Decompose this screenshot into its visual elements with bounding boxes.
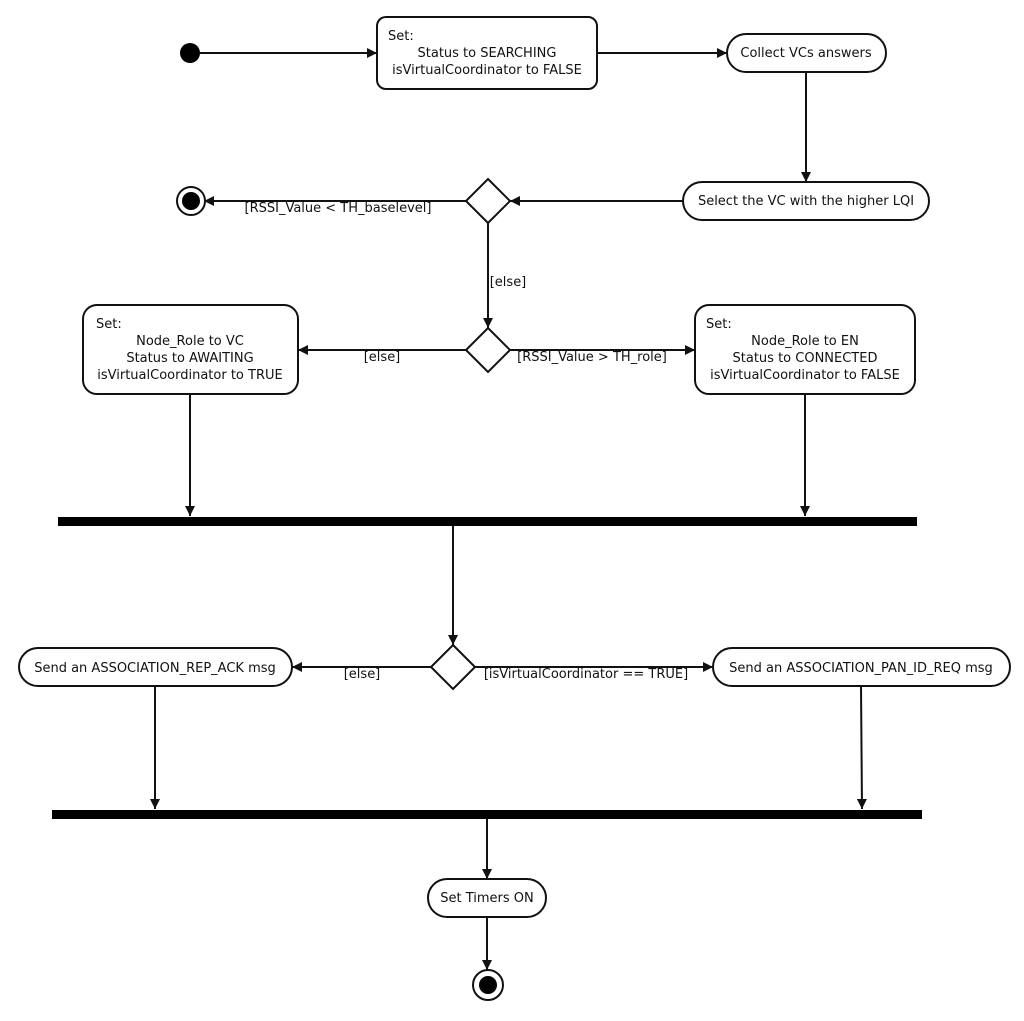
guard-rssi-role: [RSSI_Value > TH_role] <box>517 350 667 365</box>
set-en-line-4: isVirtualCoordinator to FALSE <box>710 368 900 383</box>
set-en-line-1: Set: <box>706 317 732 332</box>
decision-node-3 <box>429 643 477 691</box>
guard-rssi-baselevel: [RSSI_Value < TH_baselevel] <box>245 201 432 216</box>
select-vc-label: Select the VC with the higher LQI <box>698 194 914 209</box>
action-set-vc: Set: Node_Role to VC Status to AWAITING … <box>82 304 299 395</box>
flow-pan-id-req-to-join-2 <box>856 685 867 810</box>
decision-node-2 <box>464 326 512 374</box>
send-pan-id-req-label: Send an ASSOCIATION_PAN_ID_REQ msg <box>729 661 993 676</box>
guard-else-1: [else] <box>490 275 527 290</box>
set-searching-line-3: isVirtualCoordinator to FALSE <box>392 63 582 78</box>
decision-node-1 <box>464 177 512 225</box>
final-node-bottom <box>472 969 504 1001</box>
action-set-timers: Set Timers ON <box>427 878 547 918</box>
set-vc-line-2: Node_Role to VC <box>136 334 244 349</box>
guard-else-3: [else] <box>344 667 381 682</box>
collect-label: Collect VCs answers <box>740 46 871 61</box>
set-vc-line-4: isVirtualCoordinator to TRUE <box>97 368 282 383</box>
set-searching-line-2: Status to SEARCHING <box>418 46 557 61</box>
action-send-rep-ack: Send an ASSOCIATION_REP_ACK msg <box>18 647 293 687</box>
action-set-en: Set: Node_Role to EN Status to CONNECTED… <box>694 304 916 395</box>
action-collect-vcs-answers: Collect VCs answers <box>726 33 887 73</box>
action-send-pan-id-req: Send an ASSOCIATION_PAN_ID_REQ msg <box>712 647 1011 687</box>
set-en-line-2: Node_Role to EN <box>751 334 859 349</box>
guard-else-2: [else] <box>364 350 401 365</box>
action-set-searching: Set: Status to SEARCHING isVirtualCoordi… <box>376 16 598 90</box>
guard-is-vc-true: [isVirtualCoordinator == TRUE] <box>484 667 688 682</box>
action-select-vc: Select the VC with the higher LQI <box>682 181 930 221</box>
initial-node <box>180 43 200 63</box>
final-node-top <box>176 186 206 216</box>
send-rep-ack-label: Send an ASSOCIATION_REP_ACK msg <box>34 661 276 676</box>
set-searching-line-1: Set: <box>388 29 414 44</box>
set-timers-label: Set Timers ON <box>440 891 534 906</box>
set-vc-line-1: Set: <box>96 317 122 332</box>
set-en-line-3: Status to CONNECTED <box>733 351 878 366</box>
set-vc-line-3: Status to AWAITING <box>126 351 253 366</box>
join-bar-2 <box>52 810 922 819</box>
join-bar-1 <box>58 517 917 526</box>
